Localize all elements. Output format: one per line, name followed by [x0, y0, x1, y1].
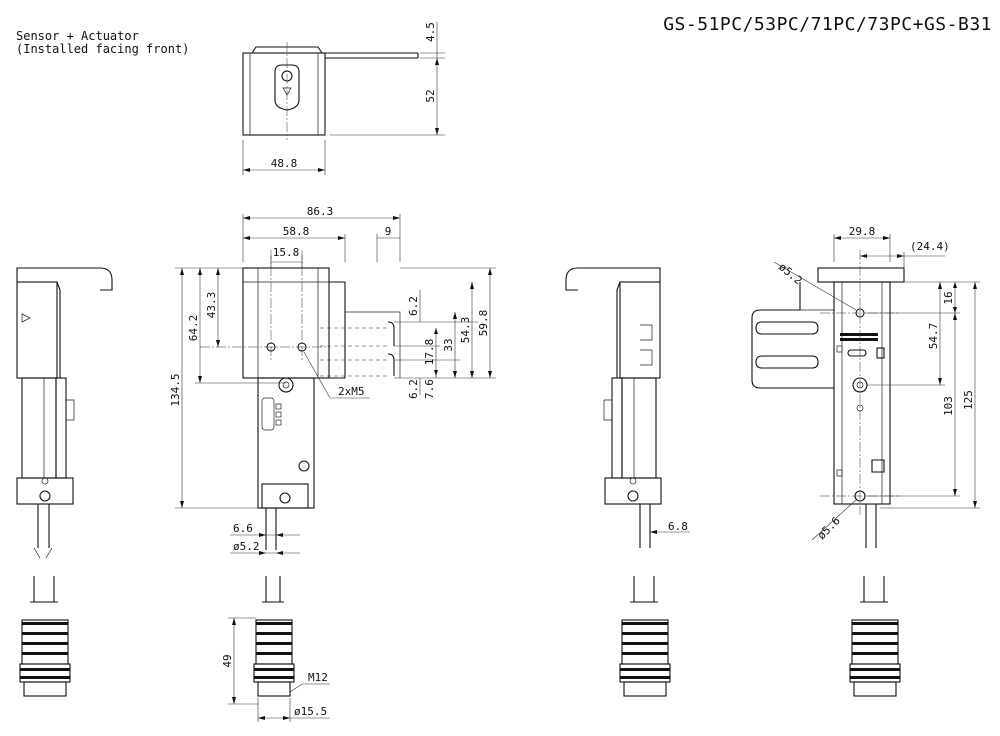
dim-actuator-125: 125	[962, 390, 975, 410]
dim-connector-length: 49	[221, 654, 234, 667]
dim-actuator-offset: (24.4)	[910, 240, 950, 253]
actuator-connector	[849, 619, 901, 697]
dim-actuator-54-7: 54.7	[927, 323, 940, 350]
right-connector	[619, 619, 671, 697]
top-view: 48.8 52 4.5	[242, 22, 445, 175]
dim-cable-offset: 6.6	[233, 522, 253, 535]
dim-connector-dia: ø15.5	[294, 705, 327, 718]
dim-height-43-3: 43.3	[205, 292, 218, 319]
dim-actuator-16: 16	[942, 291, 955, 304]
note-line-2: (Installed facing front)	[16, 42, 189, 56]
front-view: 86.3 58.8 9 15.8 134.5 64.2 43.3 6.2 6.2…	[169, 205, 496, 722]
dim-slot-7-6: 7.6	[423, 379, 436, 399]
dim-actuator-hole-bottom: ø5.6	[815, 514, 843, 542]
dim-width-tab: 9	[385, 225, 392, 238]
dim-width-body: 58.8	[283, 225, 310, 238]
dim-slot-54-3: 54.3	[459, 317, 472, 344]
dim-top-small: 4.5	[424, 22, 437, 42]
actuator-view: 29.8 (24.4) ø5.2 16 54.7 103 125 ø5.6	[751, 225, 980, 697]
dim-height-total: 134.5	[169, 373, 182, 406]
drawing-title: GS-51PC/53PC/71PC/73PC+GS-B31	[663, 14, 992, 35]
dim-actuator-103: 103	[942, 396, 955, 416]
note-line-1: Sensor + Actuator	[16, 29, 139, 43]
dim-slot-6-2-top: 6.2	[407, 296, 420, 316]
dim-height-64-2: 64.2	[187, 315, 200, 342]
dim-slot-6-2-bottom: 6.2	[407, 379, 420, 399]
dim-top-height: 52	[424, 89, 437, 102]
left-side-view	[16, 267, 113, 697]
left-connector	[19, 619, 71, 697]
dim-cable-dia: ø5.2	[233, 540, 260, 553]
dim-slot-59-8: 59.8	[477, 310, 490, 337]
dim-screw-spec: 2xM5	[338, 385, 365, 398]
dim-actuator-width: 29.8	[849, 225, 876, 238]
dim-slot-spacing: 15.8	[273, 246, 300, 259]
dim-side-cable-offset: 6.8	[668, 520, 688, 533]
dim-connector-thread: M12	[308, 671, 328, 684]
dim-top-width: 48.8	[271, 157, 298, 170]
dim-width-total: 86.3	[307, 205, 334, 218]
right-side-view: 6.8	[565, 267, 690, 697]
front-connector	[253, 619, 295, 697]
dim-slot-17-8: 17.8	[423, 339, 436, 366]
dim-slot-33: 33	[442, 338, 455, 351]
